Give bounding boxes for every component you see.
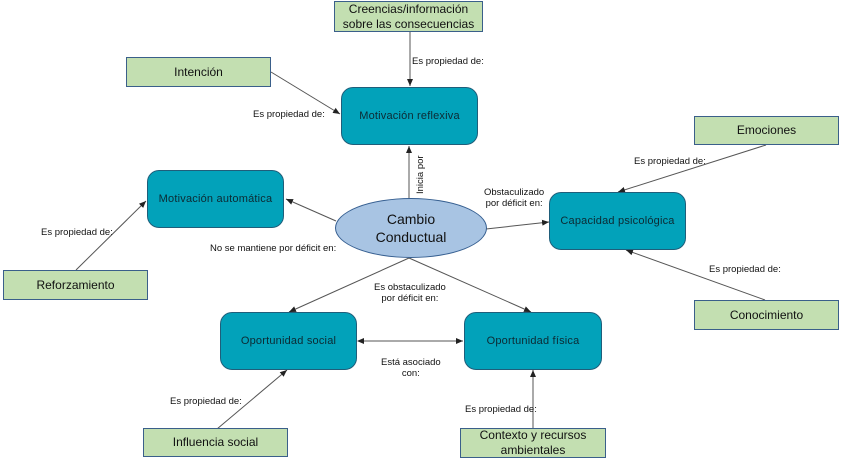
component-motivacion-reflexiva: Motivación reflexiva bbox=[341, 87, 478, 145]
component-oportunidad-fisica: Oportunidad física bbox=[464, 312, 602, 370]
edge-cambio-to-oportunidad-social bbox=[288, 257, 410, 313]
edge-intencion-to-reflexiva bbox=[270, 71, 341, 115]
property-conocimiento-label: Conocimiento bbox=[729, 307, 804, 322]
edge-label-es-obstaculizado-line1: Es obstaculizado bbox=[374, 282, 446, 293]
component-motivacion-automatica: Motivación automática bbox=[147, 170, 284, 228]
central-node-line2: Conductual bbox=[375, 229, 447, 245]
component-oportunidad-fisica-label: Oportunidad física bbox=[486, 335, 580, 347]
component-oportunidad-social-label: Oportunidad social bbox=[240, 335, 337, 347]
property-emociones: Emociones bbox=[694, 116, 839, 145]
property-reforzamiento: Reforzamiento bbox=[3, 270, 148, 300]
central-node-cambio-conductual: Cambio Conductual bbox=[335, 198, 487, 258]
edge-conocimiento-to-capacidad bbox=[625, 249, 766, 301]
edge-label-inicia-por: Inicia por bbox=[415, 155, 426, 194]
edge-label-es-obstaculizado-line2: por déficit en: bbox=[381, 293, 439, 304]
property-influencia-social-label: Influencia social bbox=[172, 435, 259, 449]
edge-label-asociado-line1: Está asociado bbox=[381, 357, 441, 368]
property-creencias-line1: Creencias/información bbox=[348, 1, 469, 16]
component-capacidad-psicologica: Capacidad psicológica bbox=[549, 192, 686, 250]
property-creencias-line2: sobre las consecuencias bbox=[342, 16, 475, 31]
property-creencias: Creencias/información sobre las consecue… bbox=[334, 1, 483, 32]
component-motivacion-automatica-label: Motivación automática bbox=[158, 193, 273, 205]
property-emociones-label: Emociones bbox=[736, 123, 797, 137]
edge-cambio-to-capacidad bbox=[485, 219, 550, 230]
edge-label-contexto: Es propiedad de: bbox=[465, 404, 537, 415]
edge-cambio-to-automatica bbox=[285, 198, 337, 222]
central-node-line1: Cambio bbox=[386, 211, 436, 227]
property-reforzamiento-label: Reforzamiento bbox=[36, 277, 115, 292]
edge-emociones-to-capacidad bbox=[617, 144, 767, 193]
property-influencia-social: Influencia social bbox=[143, 428, 288, 457]
property-contexto: Contexto y recursos ambientales bbox=[460, 428, 606, 458]
edge-label-creencias: Es propiedad de: bbox=[412, 56, 484, 67]
property-conocimiento: Conocimiento bbox=[694, 300, 839, 330]
edge-label-asociado-line2: con: bbox=[401, 368, 420, 379]
component-motivacion-reflexiva-label: Motivación reflexiva bbox=[359, 110, 460, 122]
edge-label-obstaculizado-line1: Obstaculizado bbox=[484, 187, 545, 198]
property-intencion-label: Intención bbox=[174, 64, 223, 79]
edge-label-conocimiento: Es propiedad de: bbox=[709, 264, 781, 275]
edge-label-obstaculizado: Obstaculizado por déficit en: bbox=[484, 187, 544, 209]
edge-influencia-to-social bbox=[216, 369, 288, 430]
edge-label-influencia: Es propiedad de: bbox=[170, 396, 242, 407]
edge-label-reforzamiento: Es propiedad de: bbox=[41, 227, 113, 238]
component-oportunidad-social: Oportunidad social bbox=[220, 312, 357, 370]
edge-label-asociado: Está asociado con: bbox=[381, 357, 441, 379]
edge-cambio-to-oportunidad-fisica bbox=[408, 257, 532, 313]
property-contexto-line1: Contexto y recursos bbox=[479, 428, 587, 442]
edge-label-emociones: Es propiedad de: bbox=[634, 156, 706, 167]
property-contexto-line2: ambientales bbox=[500, 443, 566, 457]
property-intencion: Intención bbox=[126, 57, 271, 87]
edge-label-intencion: Es propiedad de: bbox=[253, 109, 325, 120]
edge-reforzamiento-to-automatica bbox=[75, 200, 147, 271]
edge-label-es-obstaculizado: Es obstaculizado por déficit en: bbox=[374, 282, 446, 304]
edge-label-no-se-mantiene: No se mantiene por déficit en: bbox=[210, 243, 337, 254]
component-capacidad-psicologica-label: Capacidad psicológica bbox=[560, 215, 675, 227]
edge-label-obstaculizado-line2: por déficit en: bbox=[485, 198, 543, 209]
